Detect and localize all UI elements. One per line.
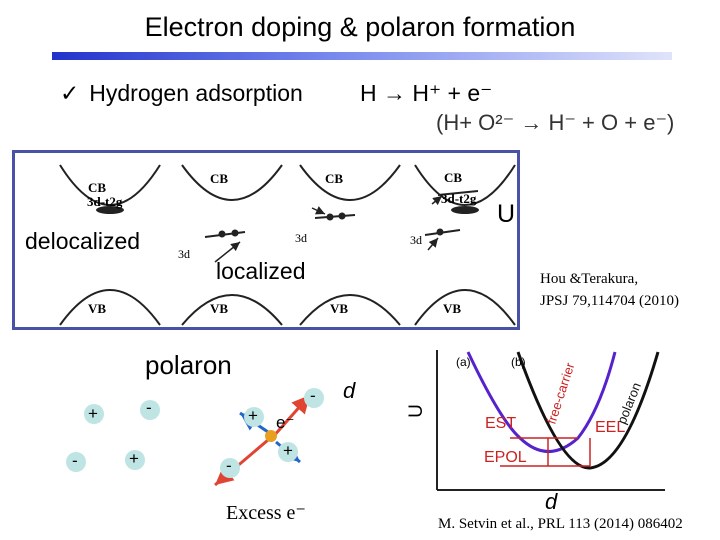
vb-curve-4 [414, 289, 516, 326]
electron-dot-4a [436, 228, 444, 236]
level-label-3d-b: 3d [178, 247, 190, 261]
arrow-cb4 [431, 195, 443, 206]
reference-setvin: M. Setvin et al., PRL 113 (2014) 086402 [438, 516, 683, 532]
cb-label-1: CB [88, 180, 106, 195]
ion-plus-label-2: + [129, 449, 139, 468]
panel-b-label: (b) [511, 355, 526, 369]
energy-axis-x-label: d [545, 489, 558, 514]
panel-a-label: (a) [456, 355, 471, 369]
vb-label-2: VB [210, 301, 228, 316]
arrow-red-1 [270, 394, 312, 439]
level-label-3d-a: 3d [295, 231, 307, 245]
cb-curve-2 [181, 164, 283, 201]
arrow-localized [214, 241, 241, 263]
electron-dot-2b [231, 229, 239, 237]
ion-plus-3 [244, 407, 264, 427]
ion-minus-4 [220, 458, 240, 478]
vb-curve-1 [59, 289, 161, 326]
level-cb4 [437, 190, 479, 196]
electron-filled-cb4 [451, 206, 479, 214]
arrow-level4 [427, 237, 439, 251]
slide-title: Electron doping & polaron formation [144, 12, 576, 42]
checkmark-icon: ✓ [60, 80, 80, 106]
vb-label-4: VB [443, 301, 461, 316]
band-diagram-frame [12, 150, 520, 330]
cb-curve-3 [299, 164, 401, 201]
bullet-text: Hydrogen adsorption [89, 80, 303, 106]
electron-filled-cb1 [96, 206, 124, 214]
ion-plus-label-4: + [283, 441, 293, 460]
level-label-3d-c: 3d [410, 233, 422, 247]
vb-curve-3 [299, 294, 401, 326]
ion-minus-label-2: - [72, 451, 78, 470]
cb-label-2: CB [210, 171, 228, 186]
t2g-label-4: 3d-t2g [441, 191, 477, 206]
label-localized: localized [216, 258, 306, 284]
electron-label: e⁻ [276, 413, 295, 432]
ion-minus-label-3: - [310, 386, 316, 405]
reference-hou: Hou &Terakura, JPSJ 79,114704 (2010) [540, 268, 679, 312]
electron-dot-3a [326, 213, 334, 221]
ion-minus-1 [140, 400, 160, 420]
ion-plus-label-3: + [248, 406, 258, 425]
curve-free-carrier [466, 351, 617, 453]
ion-minus-3 [304, 388, 324, 408]
reaction-main: H → H⁺ + e⁻ [360, 80, 493, 106]
ion-minus-label-1: - [146, 398, 152, 417]
level-3d-3 [314, 214, 356, 219]
reference-hou-line1: Hou &Terakura, [540, 271, 639, 287]
label-U: U [497, 200, 516, 228]
vb-label-3: VB [330, 301, 348, 316]
excess-electron-caption: Excess e⁻ [226, 502, 306, 524]
electron-dot-3b [338, 212, 346, 220]
reaction-detail: (H+ O²⁻ → H⁻ + O + e⁻) [436, 110, 675, 135]
curve-polaron [516, 351, 660, 470]
bullet-hydrogen: ✓ Hydrogen adsorption [60, 80, 303, 107]
cb-curve-1 [59, 164, 161, 206]
reference-hou-line2: JPSJ 79,114704 (2010) [540, 293, 680, 309]
ion-plus-2 [125, 450, 145, 470]
excess-electron [265, 430, 277, 442]
label-eel: EEL [595, 419, 625, 436]
ion-minus-label-4: - [226, 456, 232, 475]
label-epol: EPOL [484, 449, 527, 466]
label-d-coordinate: d [343, 378, 356, 403]
label-est: EST [485, 415, 516, 432]
vb-curve-2 [181, 294, 283, 326]
vb-label-1: VB [88, 301, 106, 316]
cb-curve-4 [414, 164, 516, 206]
ion-plus-4 [278, 442, 298, 462]
ion-plus-label-1: + [88, 404, 98, 423]
title-underline [52, 52, 672, 60]
ion-minus-2 [66, 452, 86, 472]
polaron-title: polaron [145, 350, 232, 380]
arrow-red-2 [214, 438, 269, 487]
label-delocalized: delocalized [25, 228, 141, 254]
energy-axis-y-label: U [405, 404, 427, 418]
cb-label-3: CB [325, 171, 343, 186]
label-free-carrier: free-carrier [544, 360, 578, 426]
cb-label-4: CB [444, 170, 462, 185]
arrow-cb3 [311, 206, 326, 215]
electron-dot-2a [218, 230, 226, 238]
t2g-label-1: 3d-t2g [87, 194, 123, 209]
ion-plus-1 [84, 404, 104, 424]
